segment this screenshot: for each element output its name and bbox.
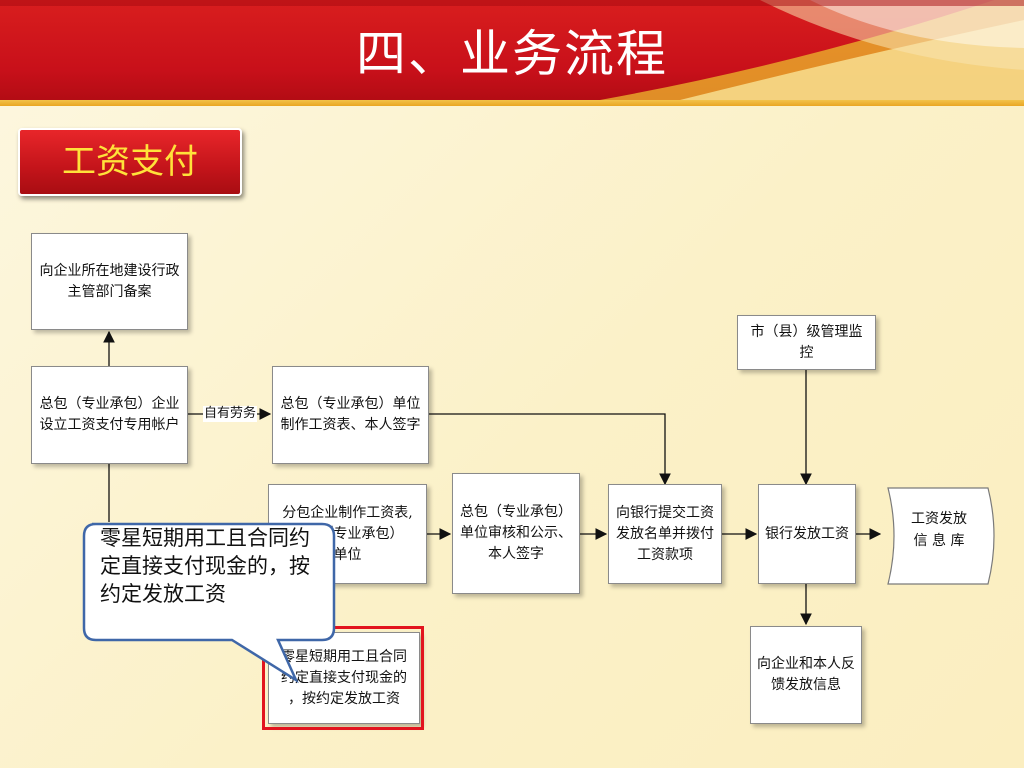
node-database: 工资发放 信 息 库 [911,511,967,549]
callout-bubble [82,522,336,684]
node-filing: 向企业所在地建设行政主管部门备案 [31,233,188,330]
section-label: 工资支付 [18,128,242,196]
highlight-frame [262,626,424,730]
header-underline [0,100,1024,106]
page-title: 四、业务流程 [356,25,668,83]
callout-text: 零星短期用工且合同约定直接支付现金的，按约定发放工资 [100,526,310,606]
node-account: 总包（专业承包）企业设立工资支付专用帐户 [31,366,188,464]
node-bank-pay: 银行发放工资 [758,484,856,584]
edge-label-self-labor: 自有劳务 [203,406,258,422]
node-review: 总包（专业承包）单位审核和公示、本人签字 [452,473,580,594]
node-casual-cash: 零星短期用工且合同约定直接支付现金的，按约定发放工资 [268,632,420,724]
node-submit-bank: 向银行提交工资发放名单并拨付工资款项 [608,484,722,584]
node-monitor: 市（县）级管理监控 [737,315,876,370]
header-swoosh-decoration [0,0,1024,100]
node-make-payroll: 总包（专业承包）单位制作工资表、本人签字 [272,366,429,464]
edge-make-payroll-to-submit [429,413,671,486]
database-shape [887,487,995,585]
header-banner: 四、业务流程 [0,0,1024,100]
node-feedback: 向企业和本人反馈发放信息 [750,626,862,724]
